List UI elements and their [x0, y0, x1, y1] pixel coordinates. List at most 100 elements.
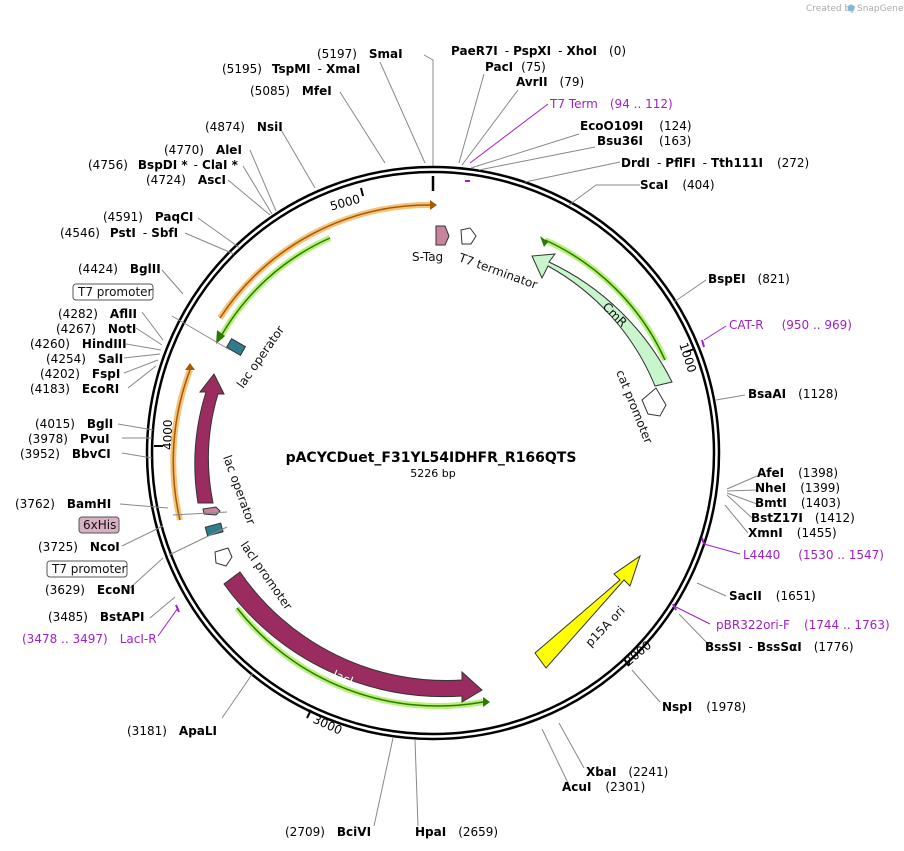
- site-alei: (4770)AleI: [164, 143, 242, 157]
- t7-promoter-label-2: T7 promoter: [51, 562, 127, 576]
- green-a-arrowhead: [216, 330, 225, 344]
- site-asci: (4724)AscI: [146, 173, 226, 187]
- his-tag-box: [78, 516, 120, 534]
- site-bspdi: (4756)BspDI *-ClaI *: [88, 158, 239, 172]
- ruler-label-5000: 5000: [329, 192, 362, 213]
- credit-prefix: Created by: [806, 4, 856, 14]
- site-pvui: (3978)PvuI: [28, 432, 110, 446]
- site-xbai: XbaI(2241): [586, 765, 668, 779]
- site-smai: (5197)SmaI: [317, 47, 403, 61]
- ruler-tick-2000: [623, 658, 630, 667]
- site-ecoo109i: EcoO109I(124): [580, 119, 692, 133]
- site-aflii: (4282)AflII: [58, 307, 137, 321]
- primer-mark-pbr322: [672, 603, 677, 611]
- site-tspmi: (5195)TspMI-XmaI: [222, 62, 360, 76]
- credit-brand: SnapGene: [857, 4, 904, 14]
- site-acui: AcuI(2301): [562, 780, 645, 794]
- t7-terminator-arrow: [460, 227, 477, 245]
- site-mfei: (5085)MfeI: [250, 84, 332, 98]
- snapgene-credit: Created by SnapGene: [806, 4, 904, 14]
- site-sacii: SacII(1651): [729, 589, 816, 603]
- site-apali: (3181)ApaLI: [127, 724, 217, 738]
- t7-terminator-label: T7 terminator: [456, 250, 539, 292]
- green-line-a: [219, 237, 331, 339]
- site-avrii: AvrII(79): [516, 75, 584, 89]
- mcs-left-arrowhead: [185, 363, 195, 370]
- primer-leader-lines: [157, 103, 741, 637]
- cat-promoter-arrow: [641, 387, 667, 417]
- ruler-tick-3000: [306, 709, 312, 719]
- site-nsii: (4874)NsiI: [205, 120, 283, 134]
- green-b-arrowhead: [540, 236, 548, 247]
- mcs-top-arrowhead: [430, 200, 437, 210]
- lac-operator-label-1: lac operator: [234, 323, 287, 391]
- site-bmti: BmtI(1403): [755, 496, 841, 510]
- laci-promoter-arrow: [214, 547, 233, 567]
- site-ncoi: (3725)NcoI: [38, 540, 120, 554]
- ruler-tick-1000: [685, 348, 695, 353]
- primer-t7-term: T7 Term(94 .. 112): [549, 97, 673, 111]
- backbone-outer: [145, 165, 721, 741]
- ruler-label-1000: 1000: [676, 341, 699, 374]
- primer-cat-r: CAT-R(950 .. 969): [729, 318, 852, 332]
- site-nspi: NspI(1978): [662, 700, 746, 714]
- backbone-inner: [150, 170, 716, 736]
- site-drdi: DrdI-PflFI-Tth111I(272): [621, 156, 809, 170]
- restriction-sites: PaeR7I-PspXI-XhoI(0) PacI(75) AvrII(79) …: [15, 44, 855, 839]
- site-bsaai: BsaAI(1128): [748, 387, 838, 401]
- mcs-line-left: [172, 369, 191, 521]
- boxed-labels: T7 promoter 6xHis T7 promoter: [46, 283, 154, 578]
- snapgene-logo-icon: [847, 4, 855, 12]
- site-bgli: (4015)BglI: [35, 417, 113, 431]
- lac-operator-box-2: [204, 522, 224, 537]
- his-tag-label: 6xHis: [83, 518, 116, 532]
- plasmid-name: pACYCDuet_F31YL54IDHFR_R166QTS: [286, 450, 577, 466]
- plasmid-length: 5226 bp: [410, 467, 455, 480]
- site-xmni: XmnI(1455): [748, 526, 837, 540]
- site-bbvci: (3952)BbvCI: [20, 447, 111, 461]
- site-psti: (4546)PstI-SbfI: [60, 226, 178, 240]
- ruler-label-2000: 2000: [622, 638, 654, 668]
- site-sali: (4254)SalI: [46, 352, 123, 366]
- ecdhfr-label: ecDHFR: [216, 409, 236, 458]
- site-scai: ScaI(404): [640, 178, 715, 192]
- site-hpai: HpaI(2659): [415, 825, 498, 839]
- site-bsssi: BssSI-BssSαI(1776): [705, 640, 854, 654]
- site-ecori: (4183)EcoRI: [30, 382, 119, 396]
- site-hindiii: (4260)HindIII: [30, 337, 127, 351]
- t7-promoter-box-1: [72, 283, 154, 301]
- ruler-tick-5000: [360, 187, 364, 197]
- his-tag-marker: [202, 506, 221, 516]
- site-afei: AfeI(1398): [757, 466, 838, 480]
- ecdhfr-arrow: [194, 373, 225, 504]
- primer-pbr322ori-f: pBR322ori-F(1744 .. 1763): [716, 618, 890, 632]
- t7-promoter-box-2: [46, 560, 128, 578]
- site-paqci: (4591)PaqCI: [103, 210, 193, 224]
- site-bglii: (4424)BglII: [78, 262, 161, 276]
- site-noti: (4267)NotI: [56, 322, 136, 336]
- laci-arrow: [223, 571, 483, 703]
- primer-mark-l4440: [701, 537, 705, 545]
- site-paer7i: PaeR7I-PspXI-XhoI(0): [451, 44, 626, 58]
- site-nhei: NheI(1399): [755, 481, 840, 495]
- lac-operator-box-1: [225, 337, 247, 357]
- site-econi: (3629)EcoNI: [45, 583, 135, 597]
- p15a-ori-arrow: [534, 554, 641, 669]
- site-fspi: (4202)FspI: [40, 367, 120, 381]
- mcs-line-top: [219, 204, 431, 319]
- site-bcivi: (2709)BciVI: [285, 825, 371, 839]
- primer-mark-cat-r: [701, 339, 705, 348]
- primer-labels: T7 Term(94 .. 112) CAT-R(950 .. 969) L44…: [22, 97, 890, 646]
- s-tag-label: S-Tag: [412, 250, 443, 264]
- t7-promoter-label-1: T7 promoter: [77, 285, 153, 299]
- site-paci: PacI(75): [485, 60, 546, 74]
- green-line-c: [236, 607, 484, 707]
- mcs-highlight-top: [217, 201, 431, 320]
- site-bspei: BspEI(821): [708, 272, 790, 286]
- leader-lines: [117, 54, 758, 827]
- lac-operator-label-2: lac operator: [220, 453, 258, 526]
- s-tag-arrow: [435, 225, 450, 246]
- site-bamhi: (3762)BamHI: [15, 497, 111, 511]
- primer-laci-r: (3478 .. 3497)LacI-R: [22, 632, 157, 646]
